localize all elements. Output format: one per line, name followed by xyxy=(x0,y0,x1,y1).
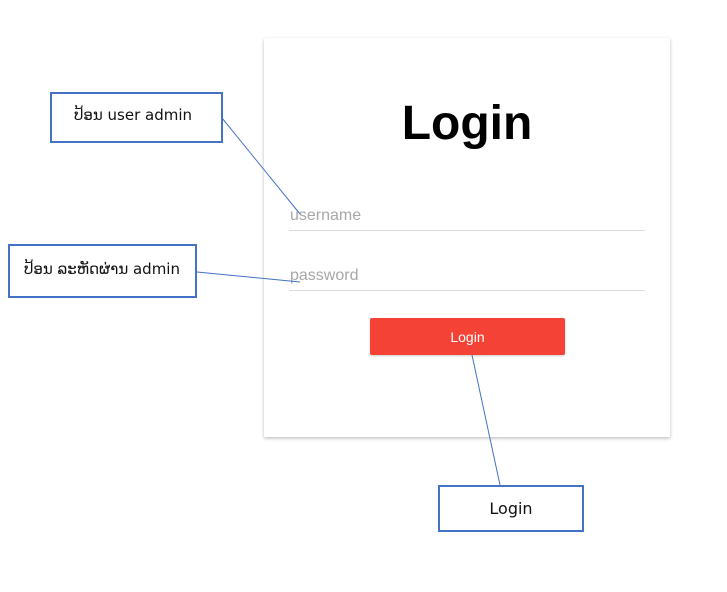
callout-login: Login xyxy=(438,485,584,532)
login-title: Login xyxy=(401,97,533,150)
callout-username: ປ້ອນ user admin xyxy=(50,92,223,143)
login-button[interactable]: Login xyxy=(370,318,565,355)
password-input[interactable] xyxy=(289,261,645,291)
username-input[interactable] xyxy=(289,201,645,231)
callout-password: ປ້ອນ ລະຫັດຜ່ານ admin xyxy=(8,244,197,298)
login-card: Login Login xyxy=(264,38,670,437)
